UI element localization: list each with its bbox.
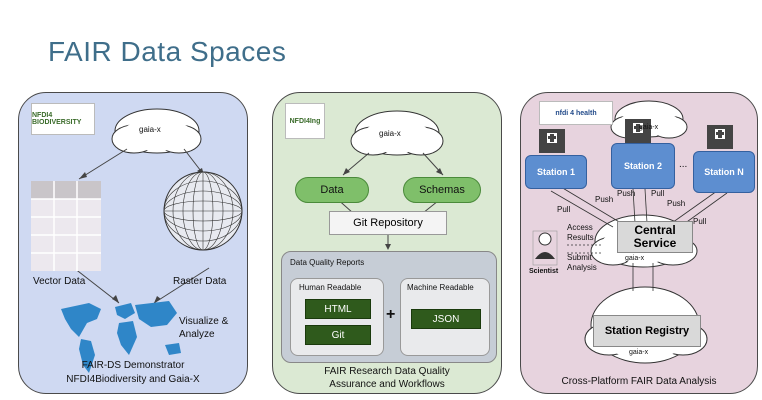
vector-data-label: Vector Data	[33, 276, 86, 287]
cloud-icon	[111, 108, 202, 154]
panel2-caption-line1: FAIR Research Data Quality	[324, 366, 450, 377]
vector-table-icon	[31, 181, 101, 271]
ellipsis: ...	[679, 159, 688, 170]
hospital-icon	[539, 129, 565, 153]
human-readable-label: Human Readable	[299, 283, 362, 292]
hospital-icon	[625, 119, 651, 143]
panel3-caption: Cross-Platform FAIR Data Analysis	[561, 376, 717, 387]
panel2-caption-line2: Assurance and Workflows	[329, 379, 445, 390]
gaiax-label: gaia-x	[639, 124, 659, 131]
pull-label-3: Pull	[693, 217, 707, 226]
schemas-node: Schemas	[403, 177, 481, 203]
pull-label-2: Pull	[651, 189, 665, 198]
station-1: Station 1	[525, 155, 587, 189]
json-node: JSON	[411, 309, 481, 329]
station-n: Station N	[693, 151, 755, 193]
nfdi4ing-logo: NFDI4Ing	[285, 103, 325, 139]
station-registry-box: Station Registry	[593, 315, 701, 347]
visualize-analyze-label: Visualize & Analyze	[179, 316, 229, 340]
gaiax-label: gaia-x	[629, 349, 649, 356]
nfdi4biodiversity-logo: NFDI4 BIODIVERSITY	[31, 103, 95, 135]
plus-sign: +	[386, 306, 396, 323]
gaiax-label: gaia-x	[625, 255, 645, 262]
panel1-graphics	[31, 108, 243, 373]
scientist-label: Scientist	[529, 268, 559, 275]
html-node: HTML	[305, 299, 371, 319]
world-map-icon	[61, 301, 181, 373]
gaiax-label: gaia-x	[139, 125, 161, 134]
panel-biodiversity: NFDI4 BIODIVERSITY gaia-x Vector Data Ra…	[18, 92, 248, 394]
panel-nfdi4health: nfdi 4 health gaia-x Station 1 Station 2…	[520, 92, 758, 394]
globe-icon	[163, 171, 243, 251]
nfdi4health-logo: nfdi 4 health	[539, 101, 613, 125]
git-node: Git	[305, 325, 371, 345]
push-label-3: Push	[667, 199, 686, 208]
data-quality-reports-box: Data Quality Reports Human Readable HTML…	[281, 251, 497, 363]
panel1-caption-line1: FAIR-DS Demonstrator	[81, 360, 185, 371]
access-results-label: Access Results	[567, 223, 594, 242]
reports-title: Data Quality Reports	[290, 258, 365, 267]
push-label-1: Push	[595, 195, 614, 204]
scientist-icon	[532, 230, 558, 266]
machine-readable-label: Machine Readable	[407, 283, 474, 292]
submit-analysis-label: Submit Analysis	[567, 253, 597, 272]
gaiax-label: gaia-x	[379, 129, 401, 138]
station-2: Station 2	[611, 143, 675, 189]
push-label-2: Push	[617, 189, 636, 198]
machine-readable-box: Machine Readable JSON	[400, 278, 490, 356]
cloud-icon	[350, 110, 444, 156]
panel1-caption-line2: NFDI4Biodiversity and Gaia-X	[66, 374, 200, 385]
hospital-icon	[707, 125, 733, 149]
central-service-box: Central Service	[617, 221, 693, 253]
git-repository-node: Git Repository	[329, 211, 447, 235]
page-title: FAIR Data Spaces	[48, 36, 287, 67]
data-node: Data	[295, 177, 369, 203]
pull-label-1: Pull	[557, 205, 571, 214]
panel-nfdi4ing: NFDI4Ing gaia-x Data Schemas Git Reposit…	[272, 92, 502, 394]
panel2-graphics	[334, 110, 444, 250]
human-readable-box: Human Readable HTML Git	[290, 278, 384, 356]
raster-data-label: Raster Data	[173, 276, 227, 287]
